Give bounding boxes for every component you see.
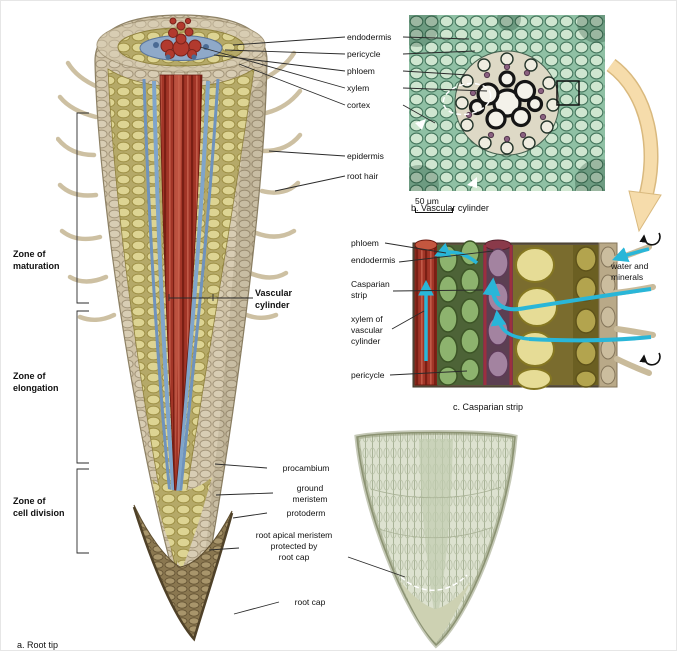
cortex-label: cortex bbox=[347, 100, 371, 110]
zone-cell-division-label: Zone of cell division bbox=[13, 496, 65, 518]
inner-cortex-cells bbox=[573, 245, 599, 388]
white-arrow-icon bbox=[467, 177, 477, 188]
water-and-minerals-label: water and minerals bbox=[611, 261, 649, 283]
arrowhead bbox=[628, 190, 662, 233]
scale-bar-line bbox=[415, 208, 453, 214]
xylem-vessels bbox=[468, 70, 544, 130]
caption-a: a. Root tip bbox=[17, 640, 59, 650]
highlight-box bbox=[556, 80, 580, 106]
epidermis-label: epidermis bbox=[347, 151, 384, 161]
circular-arrow-icon bbox=[639, 352, 661, 366]
xylem-label: xylem bbox=[347, 83, 370, 93]
root-hair-label: root hair bbox=[347, 171, 379, 181]
scale-bar: 50 μm bbox=[415, 185, 453, 224]
circular-arrow-icon bbox=[639, 232, 661, 246]
endodermis-casparian-column bbox=[483, 239, 513, 385]
root-cap-label: root cap bbox=[294, 597, 326, 607]
root-tip-illustration bbox=[56, 14, 303, 642]
phloem-label: phloem bbox=[347, 66, 375, 76]
pericycle-label: pericycle bbox=[347, 49, 381, 59]
root-apical-meristem-label: root apical meristem protected by root c… bbox=[255, 530, 333, 563]
meristem-dashed-line bbox=[400, 574, 468, 591]
casparian-strip-illustration bbox=[412, 232, 661, 390]
procambium-label: procambium bbox=[282, 463, 330, 473]
c-phloem-label: phloem bbox=[351, 238, 379, 248]
highlight-dashed-ellipse bbox=[442, 82, 492, 116]
protoderm-label: protoderm bbox=[286, 508, 326, 518]
apical-meristem bbox=[152, 477, 212, 569]
xylem-of-vascular-cylinder-label: xylem of vascular cylinder bbox=[351, 314, 383, 347]
pericycle-cells bbox=[455, 52, 560, 155]
vascular-cylinder-micrograph bbox=[409, 15, 605, 191]
c-endodermis-label: endodermis bbox=[351, 255, 396, 265]
scale-bar-label: 50 μm bbox=[415, 196, 439, 207]
c-pericycle-label: pericycle bbox=[351, 370, 385, 380]
root-cap-region bbox=[399, 579, 471, 643]
zone-elongation-label: Zone of elongation bbox=[13, 371, 59, 393]
phloem-strand bbox=[152, 80, 177, 510]
zone-maturation-label: Zone of maturation bbox=[13, 249, 60, 271]
caption-c: c. Casparian strip bbox=[453, 402, 524, 412]
vascular-cylinder-label: Vascular cylinder bbox=[255, 288, 293, 310]
root-tip-micrograph bbox=[354, 430, 518, 649]
phloem-patches bbox=[465, 63, 547, 143]
casparian-strip-label: Casparian strip bbox=[351, 279, 390, 301]
zoom-arrow bbox=[606, 59, 662, 233]
epidermis-band bbox=[598, 242, 618, 388]
cortex-cells bbox=[513, 245, 573, 390]
ground-meristem-label: ground meristem bbox=[292, 483, 328, 505]
caption-b: b. Vascular cylinder bbox=[411, 203, 489, 213]
endodermis-label: endodermis bbox=[347, 32, 392, 42]
